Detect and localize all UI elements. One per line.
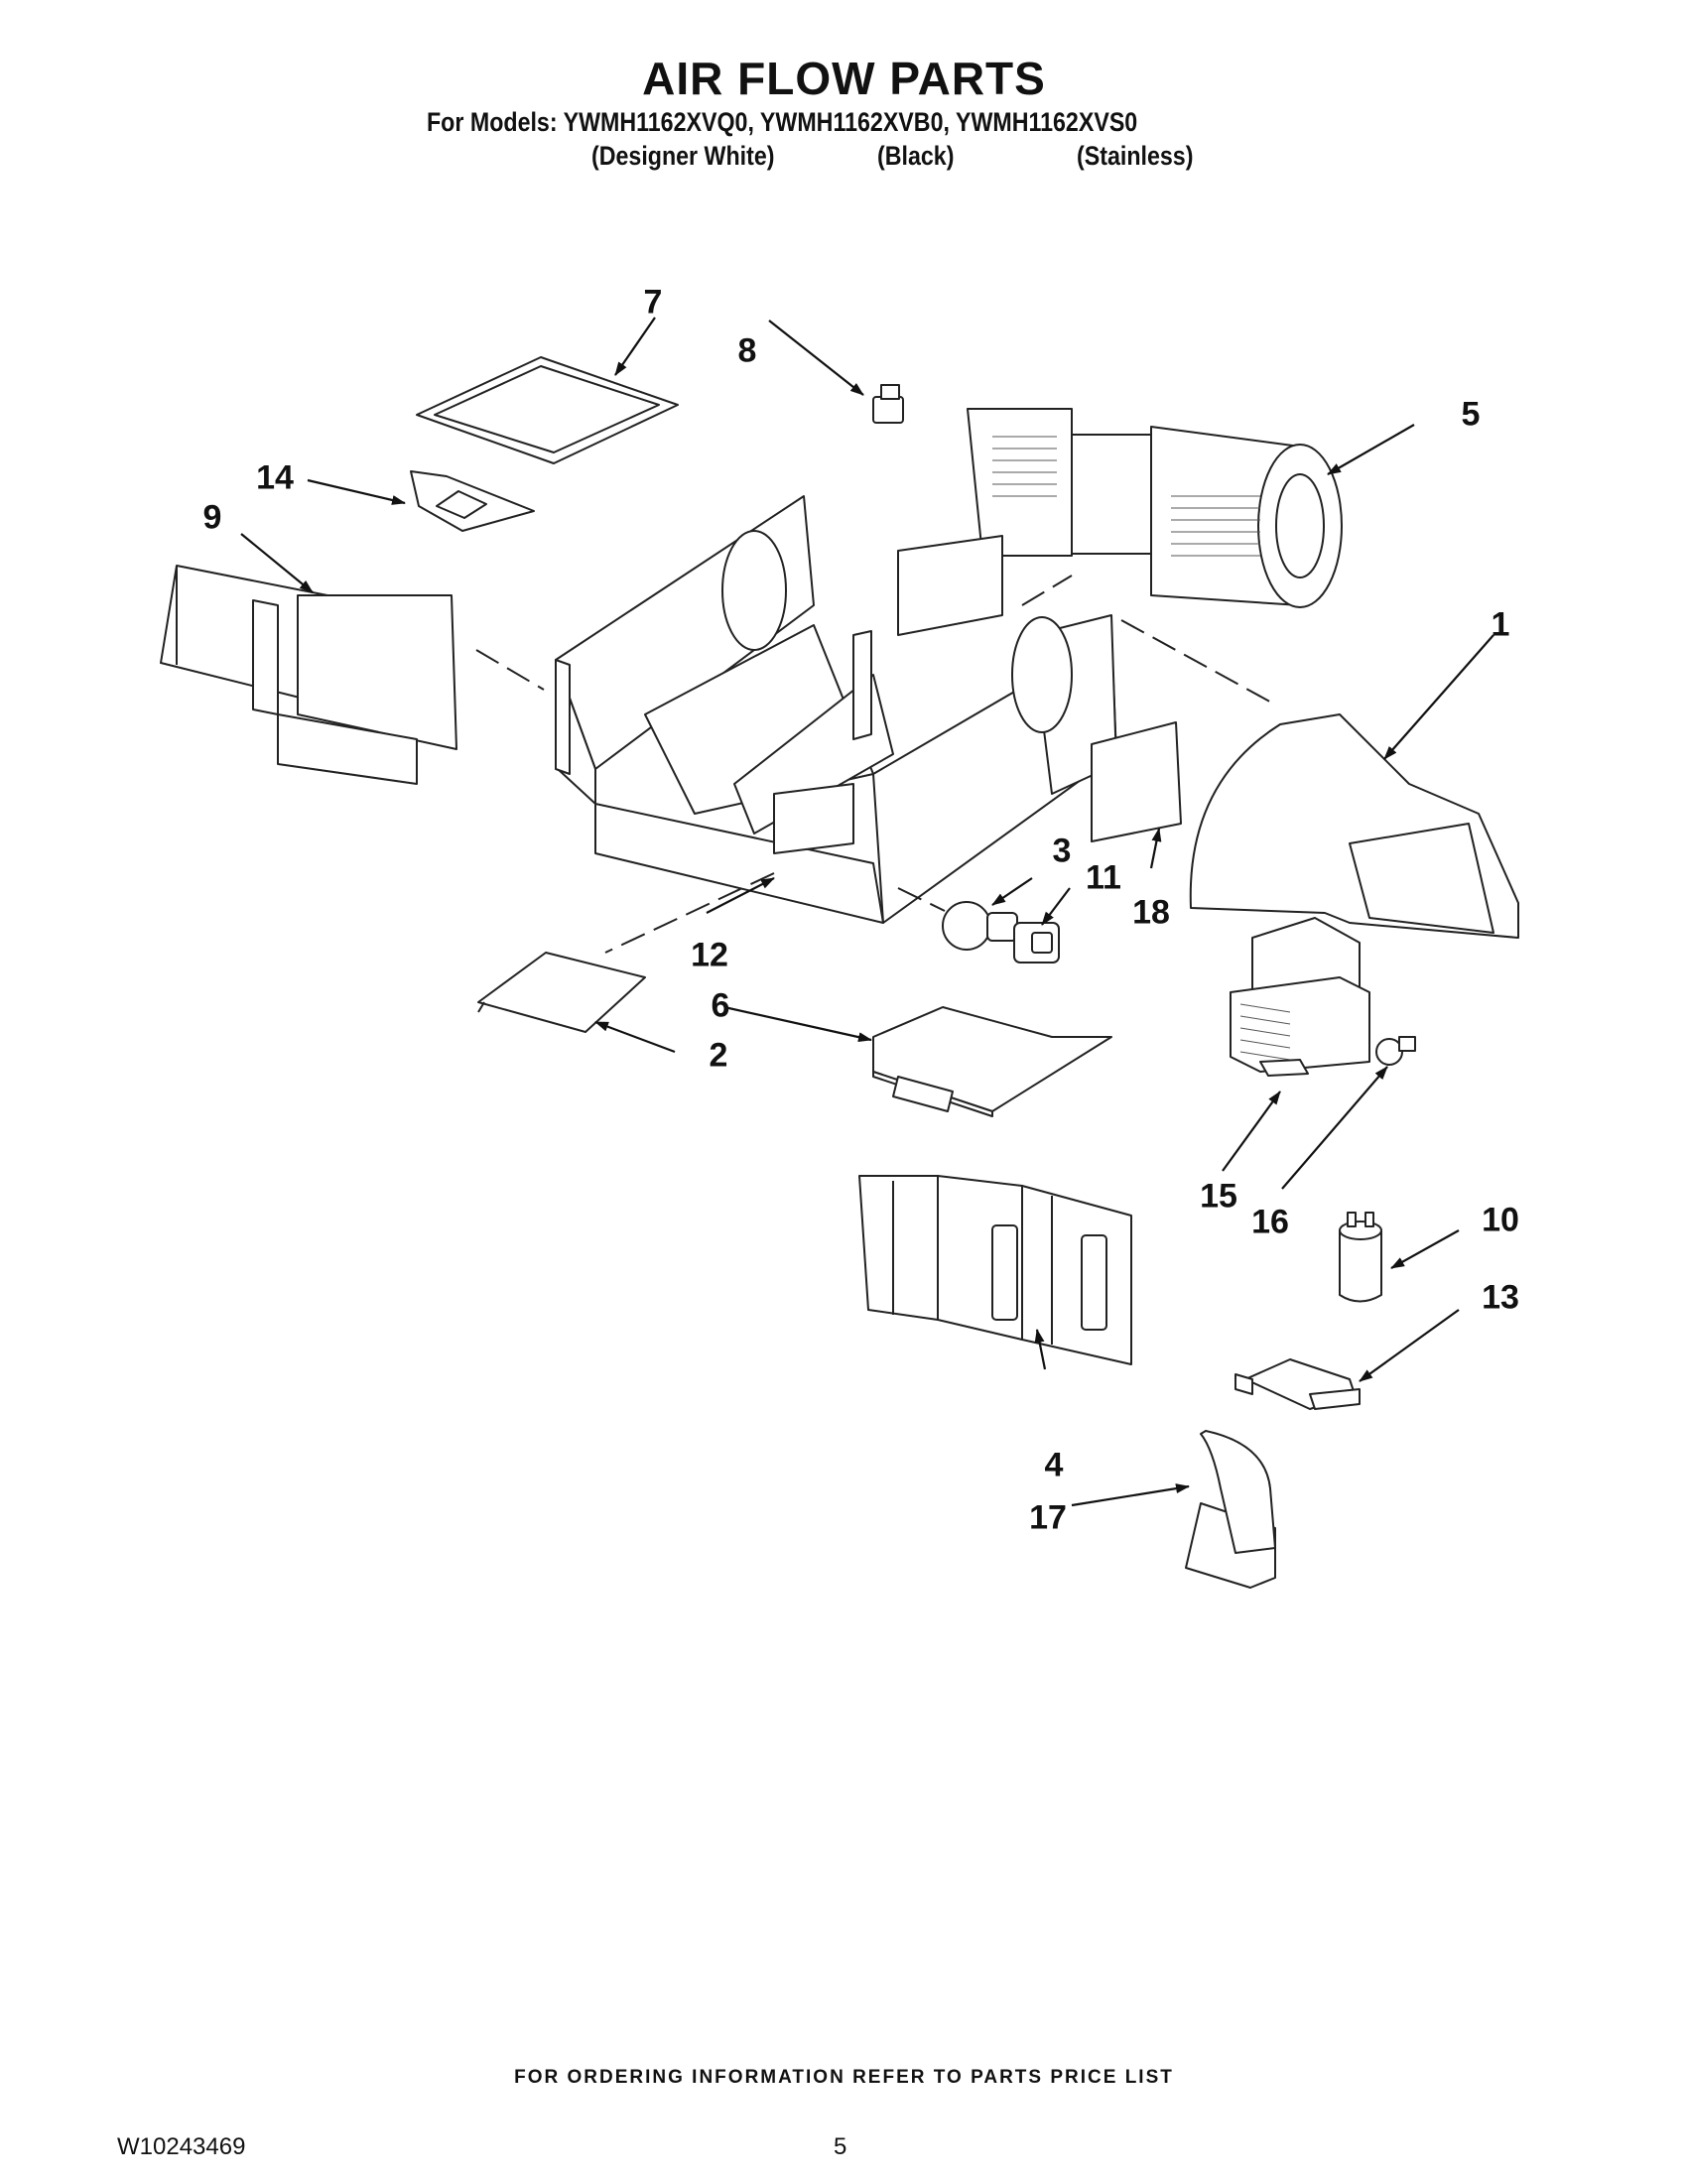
duct-plate-part — [858, 1175, 1132, 1365]
callout-15: 15 — [1200, 1177, 1237, 1216]
callout-16: 16 — [1251, 1203, 1289, 1241]
page-title: AIR FLOW PARTS — [642, 53, 1046, 104]
variant-stainless: (Stainless) — [1077, 141, 1194, 171]
callout-3: 3 — [1052, 832, 1072, 870]
duct-adapter-part — [1185, 1430, 1276, 1589]
base-air-guide-part — [555, 495, 1117, 924]
callout-11: 11 — [1086, 858, 1121, 897]
callout-10: 10 — [1482, 1201, 1519, 1239]
callout-1: 1 — [1491, 605, 1510, 644]
lamp-socket-part — [942, 901, 1018, 951]
callout-17: 17 — [1029, 1498, 1067, 1537]
capacitor-bracket-part — [1234, 1358, 1361, 1410]
document-number: W10243469 — [117, 2133, 246, 2160]
air-guide-right-part — [1189, 713, 1519, 939]
transformer-part — [1230, 917, 1370, 1077]
callout-5: 5 — [1461, 395, 1481, 434]
callout-12: 12 — [691, 936, 728, 974]
callout-4: 4 — [1044, 1446, 1064, 1484]
plate-small-part — [1091, 721, 1182, 842]
callout-9: 9 — [202, 498, 222, 537]
capacitor-part — [1339, 1212, 1382, 1303]
charcoal-filter-part — [416, 356, 679, 464]
models-line: For Models: YWMH1162XVQ0, YWMH1162XVB0, … — [427, 107, 1138, 137]
variant-designer-white: (Designer White) — [591, 141, 775, 171]
callout-14: 14 — [256, 458, 294, 497]
callout-13: 13 — [1482, 1278, 1519, 1317]
damper-plate-part — [410, 470, 535, 532]
callout-8: 8 — [737, 331, 757, 370]
ordering-info-note: FOR ORDERING INFORMATION REFER TO PARTS … — [514, 2067, 1174, 2088]
callout-18: 18 — [1132, 893, 1170, 932]
callout-2: 2 — [709, 1036, 728, 1075]
callout-6: 6 — [711, 986, 730, 1025]
air-duct-left-part — [160, 565, 457, 785]
thermostat-part — [1375, 1036, 1416, 1066]
cover-plate-part — [872, 1006, 1112, 1117]
blower-motor-part — [967, 408, 1343, 608]
bottom-plate-part — [477, 952, 646, 1033]
lamp-holder-part — [1013, 922, 1060, 964]
page-number: 5 — [834, 2133, 847, 2160]
switch-part — [872, 384, 904, 424]
variant-black: (Black) — [877, 141, 955, 171]
callout-7: 7 — [643, 283, 663, 321]
